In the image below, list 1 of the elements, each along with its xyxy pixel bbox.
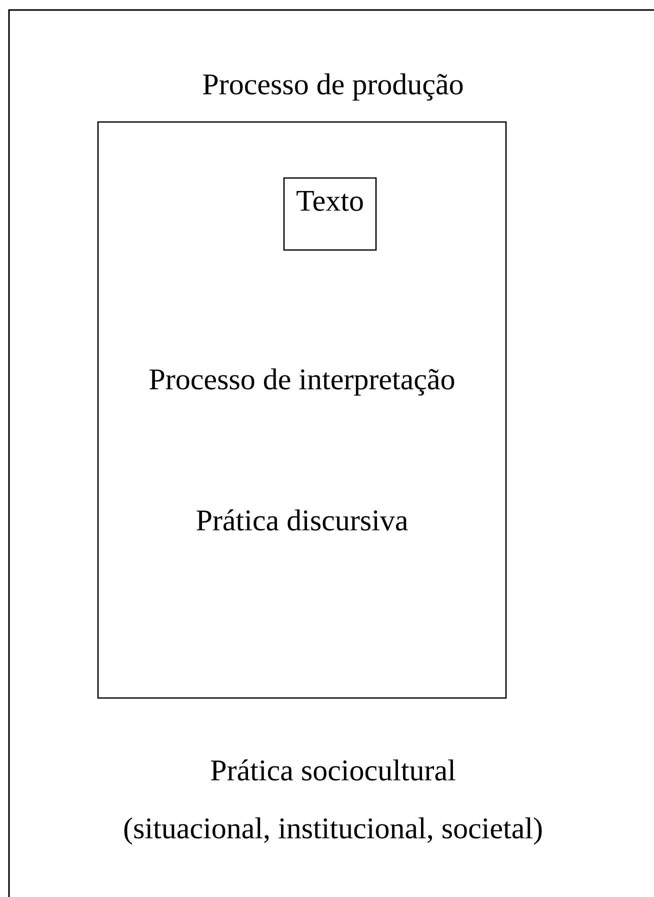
box: Texto — [283, 177, 377, 251]
